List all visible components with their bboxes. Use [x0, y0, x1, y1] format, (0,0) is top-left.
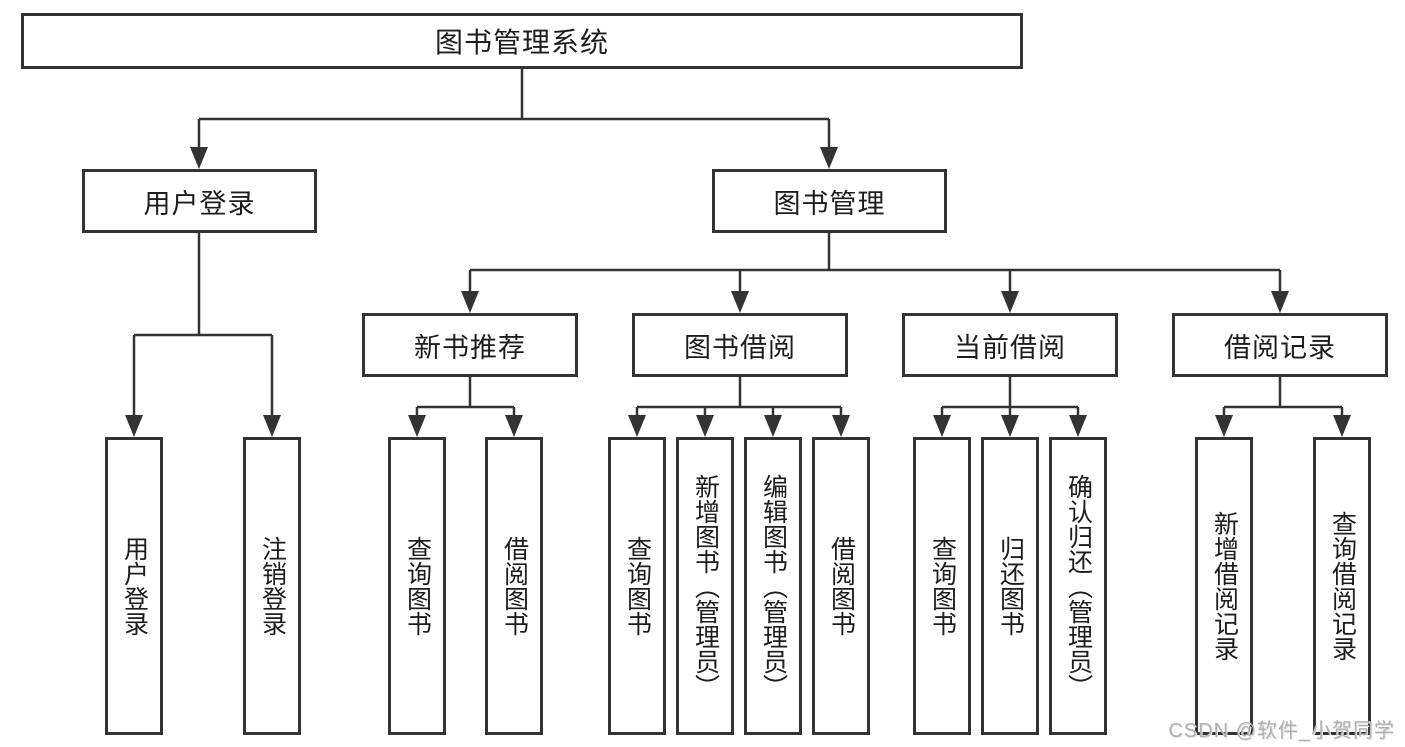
leaf-borrow-book-label: 借阅图书: [827, 536, 856, 636]
leaf-user-login: 用户登录: [105, 437, 163, 735]
leaf-logout: 注销登录: [243, 437, 301, 735]
node-book-borrow: 图书借阅: [632, 313, 848, 377]
leaf-edit-book-admin: 编辑图书（管理员）: [744, 437, 802, 735]
node-user-login: 用户登录: [82, 169, 317, 233]
leaf-borrow-book-recommend-label: 借阅图书: [500, 536, 529, 636]
leaf-add-borrow-record-label: 新增借阅记录: [1210, 511, 1239, 661]
leaf-return-book: 归还图书: [981, 437, 1039, 735]
leaf-query-book-borrow: 查询图书: [608, 437, 666, 735]
leaf-query-book-current-label: 查询图书: [928, 536, 957, 636]
leaf-borrow-book-recommend: 借阅图书: [485, 437, 543, 735]
leaf-edit-book-admin-label: 编辑图书（管理员）: [759, 473, 788, 699]
node-borrow-records: 借阅记录: [1172, 313, 1388, 377]
leaf-borrow-book: 借阅图书: [812, 437, 870, 735]
leaf-add-borrow-record: 新增借阅记录: [1195, 437, 1253, 735]
leaf-confirm-return-admin: 确认归还（管理员）: [1049, 437, 1107, 735]
csdn-watermark: CSDN @软件_小贺同学: [1168, 720, 1395, 742]
leaf-query-book-recommend-label: 查询图书: [403, 536, 432, 636]
leaf-logout-label: 注销登录: [258, 536, 287, 636]
leaf-query-book-borrow-label: 查询图书: [623, 536, 652, 636]
leaf-query-borrow-record-label: 查询借阅记录: [1328, 511, 1357, 661]
leaf-confirm-return-admin-label: 确认归还（管理员）: [1064, 473, 1093, 699]
leaf-add-book-admin-label: 新增图书（管理员）: [691, 473, 720, 699]
node-current-borrow: 当前借阅: [902, 313, 1118, 377]
leaf-add-book-admin: 新增图书（管理员）: [676, 437, 734, 735]
leaf-user-login-label: 用户登录: [120, 536, 149, 636]
leaf-query-book-recommend: 查询图书: [388, 437, 446, 735]
leaf-query-book-current: 查询图书: [913, 437, 971, 735]
node-system-root: 图书管理系统: [21, 13, 1023, 69]
leaf-query-borrow-record: 查询借阅记录: [1313, 437, 1371, 735]
node-book-management: 图书管理: [712, 169, 947, 233]
node-new-book-recommend: 新书推荐: [362, 313, 578, 377]
leaf-return-book-label: 归还图书: [996, 536, 1025, 636]
